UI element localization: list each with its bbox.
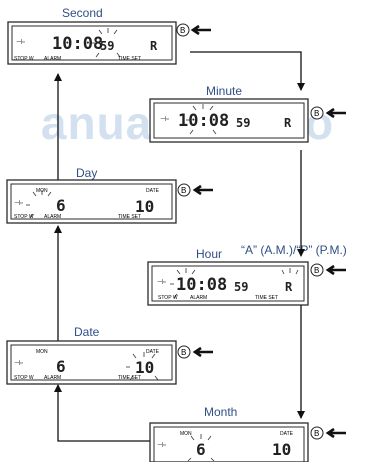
pointer-arrow-icon bbox=[190, 24, 211, 36]
label-mon: MON bbox=[36, 349, 48, 355]
label-month: Month bbox=[204, 405, 238, 419]
button-b-icon: B bbox=[181, 186, 186, 195]
lcd-hour: ⊣▫ 10:08 59 R STOP W ALARM TIME SET B bbox=[147, 261, 346, 306]
pointer-arrow-icon bbox=[325, 427, 346, 439]
label-date: DATE bbox=[146, 188, 160, 194]
label-second: Second bbox=[62, 6, 103, 20]
flow-arrows bbox=[54, 51, 305, 442]
button-b-icon: B bbox=[314, 266, 319, 275]
lcd-second: ⊣▫ 10:08 59 R STOP W ALARM TIME SET B bbox=[7, 21, 211, 65]
pointer-arrow-icon bbox=[192, 184, 213, 196]
label-hour: Hour bbox=[196, 247, 223, 261]
pointer-arrow-icon bbox=[325, 264, 346, 276]
arrow-month-to-date bbox=[54, 384, 150, 442]
time-digits: 10:08 bbox=[178, 111, 229, 131]
pointer-arrow-icon bbox=[325, 107, 346, 119]
label-date: DATE bbox=[280, 431, 294, 437]
label-minute: Minute bbox=[206, 84, 243, 98]
blink-rays bbox=[186, 104, 217, 135]
label-time-set: TIME SET bbox=[118, 214, 141, 220]
blink-rays bbox=[92, 28, 121, 58]
time-digits: 10:08 bbox=[52, 34, 103, 54]
lcd-day: MON DATE ⊣▫ 6 10 STOP W ALARM TIME SET B bbox=[6, 179, 213, 224]
time-digits: 10:08 bbox=[176, 275, 227, 295]
alarm-mark: ⊣▫ bbox=[16, 39, 25, 46]
month-digit: 6 bbox=[196, 440, 206, 459]
ampm-indicator: R bbox=[150, 39, 158, 53]
label-day: Day bbox=[76, 166, 98, 180]
day-digit: 6 bbox=[56, 196, 66, 215]
blink-rays bbox=[187, 434, 215, 462]
label-stop-w: STOP W bbox=[14, 375, 34, 381]
lcd-month: MON DATE ⊣▫ 6 10 B bbox=[149, 422, 346, 462]
lcd-minute: ⊣▫ 10:08 59 R B bbox=[149, 98, 346, 143]
label-stop-w: STOP W bbox=[14, 214, 34, 220]
label-stop-w: STOP W bbox=[158, 295, 178, 301]
label-date: Date bbox=[74, 325, 100, 339]
arrow-second-to-minute bbox=[190, 51, 305, 91]
label-stop-w: STOP W bbox=[14, 56, 34, 62]
label-am-pm: “A” (A.M.)/“P” (P.M.) bbox=[241, 243, 347, 257]
seconds-digits: 59 bbox=[234, 280, 248, 294]
date-digits: 10 bbox=[135, 358, 154, 377]
ampm-indicator: R bbox=[285, 280, 293, 294]
date-digits: 10 bbox=[272, 440, 291, 459]
button-b-icon: B bbox=[180, 26, 185, 35]
ampm-indicator: R bbox=[284, 116, 292, 130]
alarm-mark: ⊣▫ bbox=[14, 360, 23, 367]
alarm-mark: ⊣▫ bbox=[157, 279, 166, 286]
day-digit: 6 bbox=[56, 357, 66, 376]
blink-rays bbox=[170, 268, 299, 299]
label-alarm: ALARM bbox=[44, 375, 61, 381]
pointer-arrow-icon bbox=[192, 346, 213, 358]
alarm-mark: ⊣▫ bbox=[14, 200, 23, 207]
label-alarm: ALARM bbox=[190, 295, 207, 301]
alarm-mark: ⊣▫ bbox=[160, 116, 169, 123]
alarm-mark: ⊣▫ bbox=[157, 442, 166, 449]
label-time-set: TIME SET bbox=[118, 375, 141, 381]
label-date: DATE bbox=[146, 349, 160, 355]
label-time-set: TIME SET bbox=[118, 56, 141, 62]
date-digits: 10 bbox=[135, 197, 154, 216]
blink-rays bbox=[126, 352, 159, 381]
label-time-set: TIME SET bbox=[255, 295, 278, 301]
blink-rays bbox=[26, 190, 52, 219]
seconds-digits: 59 bbox=[100, 39, 114, 53]
button-b-icon: B bbox=[314, 109, 319, 118]
seconds-digits: 59 bbox=[236, 116, 250, 130]
lcd-date: MON DATE ⊣▫ 6 10 STOP W ALARM TIME SET B bbox=[6, 340, 213, 385]
button-b-icon: B bbox=[181, 348, 186, 357]
label-mon: MON bbox=[180, 431, 192, 437]
label-alarm: ALARM bbox=[44, 214, 61, 220]
label-alarm: ALARM bbox=[44, 56, 61, 62]
button-b-icon: B bbox=[314, 429, 319, 438]
